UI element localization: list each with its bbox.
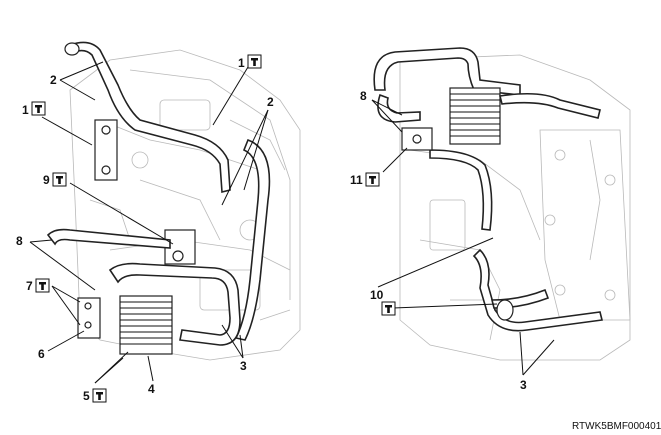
left-callouts: 1 2 1 2 9 8 7 6 xyxy=(16,54,274,403)
torque-icon-g xyxy=(381,301,396,316)
torque-icon-e xyxy=(92,388,107,403)
torque-icon-b xyxy=(31,101,46,116)
upper-hose-right-2 xyxy=(377,93,421,123)
left-engine-view: 1 2 1 2 9 8 7 6 xyxy=(16,41,301,403)
left-leader-lines xyxy=(29,61,269,384)
hose-clamp-right xyxy=(496,299,514,321)
callout-1-left: 1 xyxy=(22,103,29,117)
hose-end-fitting xyxy=(64,42,80,56)
callout-2-right: 2 xyxy=(267,95,274,109)
callout-10: 10 xyxy=(370,288,384,302)
right-engine-view: 8 11 10 3 xyxy=(350,47,631,392)
loop-hose-right xyxy=(429,149,493,231)
callout-11: 11 xyxy=(350,173,363,187)
callout-5: 5 xyxy=(83,389,90,403)
upper-hose-right xyxy=(373,47,521,96)
callout-1-top: 1 xyxy=(238,56,245,70)
side-hose-right xyxy=(499,92,601,119)
lower-hose-left xyxy=(108,262,241,346)
callout-2-left: 2 xyxy=(50,73,57,87)
callout-6: 6 xyxy=(38,347,45,361)
callout-8-right: 8 xyxy=(360,89,367,103)
torque-icon-d xyxy=(35,278,50,293)
right-leader-lines xyxy=(371,99,555,376)
callout-3-left: 3 xyxy=(240,359,247,373)
oil-cooler-left xyxy=(119,295,173,355)
torque-icon-a xyxy=(247,54,262,69)
bracket-lower-left xyxy=(77,297,101,339)
bracket-left xyxy=(94,119,118,181)
small-hose-left xyxy=(46,228,171,249)
torque-icon-c xyxy=(52,172,67,187)
callout-3-right: 3 xyxy=(520,378,527,392)
upper-hose-left xyxy=(68,41,231,194)
torque-icon-f xyxy=(365,172,380,187)
callout-8-left: 8 xyxy=(16,234,23,248)
oil-cooler-right xyxy=(449,87,501,145)
figure-code: RTWK5BMF000401 xyxy=(572,421,661,432)
callout-9: 9 xyxy=(43,173,50,187)
lower-hose-right xyxy=(472,248,603,332)
callout-4: 4 xyxy=(148,382,155,396)
callout-7: 7 xyxy=(26,279,33,293)
right-callouts: 8 11 10 3 xyxy=(350,89,527,392)
